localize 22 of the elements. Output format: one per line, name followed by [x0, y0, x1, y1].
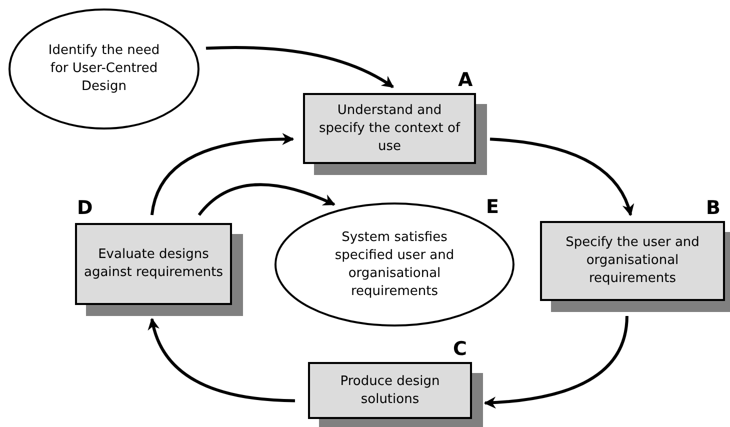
curved-arrow — [484, 316, 628, 408]
step-letter: A — [458, 71, 473, 90]
step-letter: B — [706, 199, 720, 218]
curved-arrow — [150, 133, 294, 216]
node-text: System satisfies specified user and organisational requirements — [334, 228, 456, 300]
process-box — [308, 362, 472, 419]
step-letter: D — [77, 199, 93, 218]
process-box — [540, 221, 725, 301]
curved-arrow — [206, 46, 394, 88]
node-text: Understand and specify the context of use — [318, 102, 462, 156]
curved-arrow — [198, 183, 336, 216]
process-box — [75, 223, 232, 305]
node-text: Produce design solutions — [339, 372, 441, 408]
process-box — [303, 93, 476, 164]
node-text: Evaluate designs against requirements — [84, 246, 224, 282]
node-text: Identify the need for User-Centred Design — [47, 42, 161, 96]
step-letter: E — [486, 198, 499, 217]
node-text: Specify the user and organisational requirements — [564, 234, 700, 288]
curved-arrow — [148, 318, 296, 402]
curved-arrow — [490, 138, 634, 216]
ellipse-node — [8, 8, 200, 130]
step-letter: C — [453, 340, 467, 359]
